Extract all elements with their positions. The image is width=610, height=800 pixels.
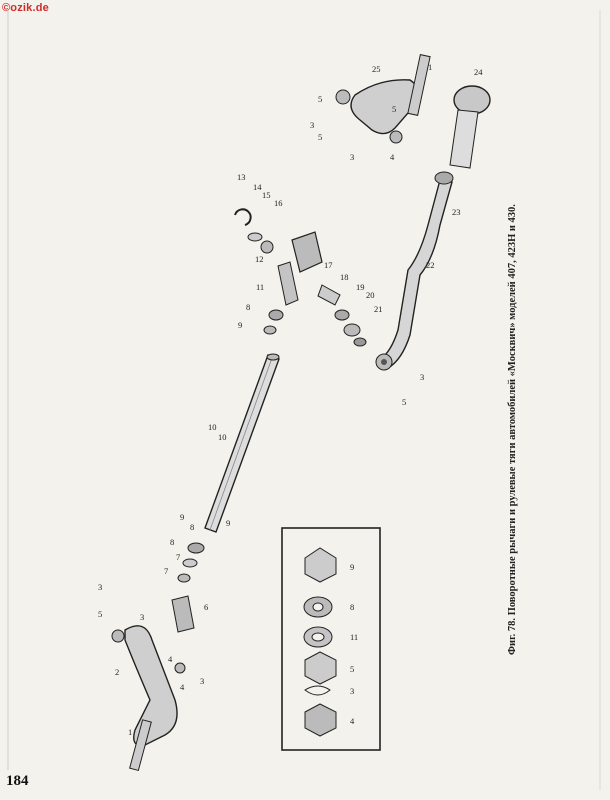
inset-label: 8	[350, 602, 354, 612]
part-label: 19	[356, 282, 365, 292]
part-label: 4	[390, 152, 395, 162]
inset-parts-box	[281, 527, 381, 751]
part-label: 5	[318, 132, 322, 142]
tie-rod	[204, 353, 280, 533]
part-label: 4	[180, 682, 185, 692]
part-labels: 1 2 3 4 5 6 7 8 9 10 10 11 12 13 14 15 1…	[98, 62, 483, 737]
part-label: 13	[237, 172, 246, 182]
idler-arm	[335, 54, 491, 185]
part-label: 3	[420, 372, 424, 382]
part-label: 3	[140, 612, 144, 622]
part-label: 10	[208, 422, 217, 432]
center-link	[375, 179, 453, 371]
part-label: 3	[98, 582, 102, 592]
part-label: 2	[115, 667, 119, 677]
part-label: 20	[366, 290, 375, 300]
part-label: 25	[372, 64, 381, 74]
part-label: 5	[392, 104, 396, 114]
part-label: 5	[98, 609, 102, 619]
watermark-logo: ©ozik.de	[2, 2, 49, 14]
part-label: 15	[262, 190, 271, 200]
inset-label: 5	[350, 664, 354, 674]
part-label: 1	[128, 727, 132, 737]
part-label: 3	[310, 120, 314, 130]
part-label: 5	[402, 397, 406, 407]
inset-labels: 9 8 11 5 3 4	[350, 562, 358, 726]
part-label: 9	[226, 518, 230, 528]
part-label: 4	[168, 654, 173, 664]
part-label: 18	[340, 272, 349, 282]
steering-arm	[111, 542, 205, 772]
part-label: 23	[452, 207, 461, 217]
part-label: 14	[253, 182, 262, 192]
part-label: 7	[176, 552, 180, 562]
part-label: 24	[474, 67, 483, 77]
part-label: 1	[428, 62, 432, 72]
part-label: 17	[324, 260, 333, 270]
part-label: 11	[256, 282, 264, 292]
part-label: 21	[374, 304, 383, 314]
part-label: 8	[170, 537, 174, 547]
inset-label: 9	[350, 562, 354, 572]
part-label: 8	[246, 302, 250, 312]
part-label: 12	[255, 254, 264, 264]
part-label: 5	[318, 94, 322, 104]
inset-label: 3	[350, 686, 354, 696]
part-label: 6	[204, 602, 208, 612]
figure-caption: Фиг. 78. Поворотные рычаги и рулевые тяг…	[507, 204, 518, 655]
part-label: 8	[190, 522, 194, 532]
page-number: 184	[6, 773, 29, 789]
ball-joint-assembly	[234, 208, 367, 347]
part-label: 7	[164, 566, 168, 576]
inset-label: 4	[350, 716, 355, 726]
part-label: 3	[200, 676, 204, 686]
part-label: 3	[350, 152, 354, 162]
part-label: 9	[238, 320, 242, 330]
inset-label: 11	[350, 632, 358, 642]
part-label: 22	[426, 260, 435, 270]
part-label: 10	[218, 432, 227, 442]
part-label: 16	[274, 198, 283, 208]
part-label: 9	[180, 512, 184, 522]
